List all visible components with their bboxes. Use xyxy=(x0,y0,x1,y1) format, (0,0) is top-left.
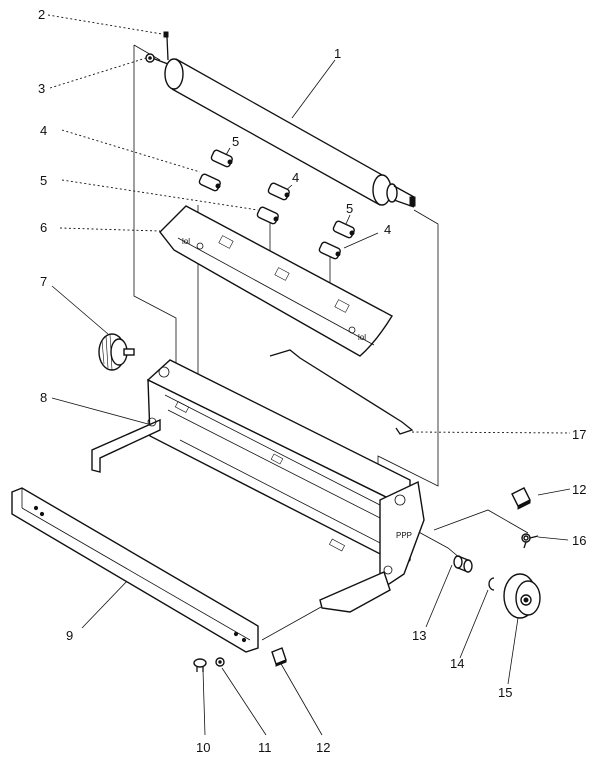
washer-3 xyxy=(145,53,155,63)
callout-4: 4 xyxy=(292,170,299,185)
front-bar xyxy=(11,487,259,653)
svg-text:lol: lol xyxy=(182,237,190,246)
callout-9: 9 xyxy=(66,628,73,643)
callout-17: 17 xyxy=(572,427,586,442)
callout-15: 15 xyxy=(498,685,512,700)
callout-6: 6 xyxy=(40,220,47,235)
alignment-guides xyxy=(133,44,529,641)
callout-16: 16 xyxy=(572,533,586,548)
callout-5: 5 xyxy=(232,134,239,149)
washer-11 xyxy=(215,657,225,667)
callout-8: 8 xyxy=(40,390,47,405)
e-ring-14 xyxy=(488,577,495,591)
gear-knob xyxy=(98,333,135,371)
block-12-upper xyxy=(511,487,531,510)
callout-13: 13 xyxy=(412,628,426,643)
callout-10: 10 xyxy=(196,740,210,755)
callout-14: 14 xyxy=(450,656,464,671)
callout-3: 3 xyxy=(38,81,45,96)
svg-text:PPP: PPP xyxy=(396,531,412,540)
svg-text:lol: lol xyxy=(358,333,366,342)
screw-10 xyxy=(193,658,207,672)
callout-4: 4 xyxy=(384,222,391,237)
callout-12: 12 xyxy=(572,482,586,497)
callout-11: 11 xyxy=(258,740,272,755)
callout-5: 5 xyxy=(346,201,353,216)
platen-roller xyxy=(151,31,416,208)
block-12-lower xyxy=(271,647,287,667)
callout-7: 7 xyxy=(40,274,47,289)
gear-15 xyxy=(503,573,541,619)
callout-labels: 2 3 1 4 5 4 5 5 4 6 7 8 17 12 16 9 13 14… xyxy=(38,7,586,755)
main-frame: PPP xyxy=(91,359,425,613)
callout-5: 5 xyxy=(40,173,47,188)
paper-guide-plate: lol lol xyxy=(159,205,393,357)
callout-4: 4 xyxy=(40,123,47,138)
callout-12: 12 xyxy=(316,740,330,755)
shaft-13 xyxy=(453,555,473,573)
pressure-rollers xyxy=(198,149,355,260)
callout-2: 2 xyxy=(38,7,45,22)
spring-16 xyxy=(521,533,539,549)
callout-1: 1 xyxy=(334,46,341,61)
wire-rod xyxy=(269,349,414,435)
leader-lines xyxy=(47,14,571,736)
